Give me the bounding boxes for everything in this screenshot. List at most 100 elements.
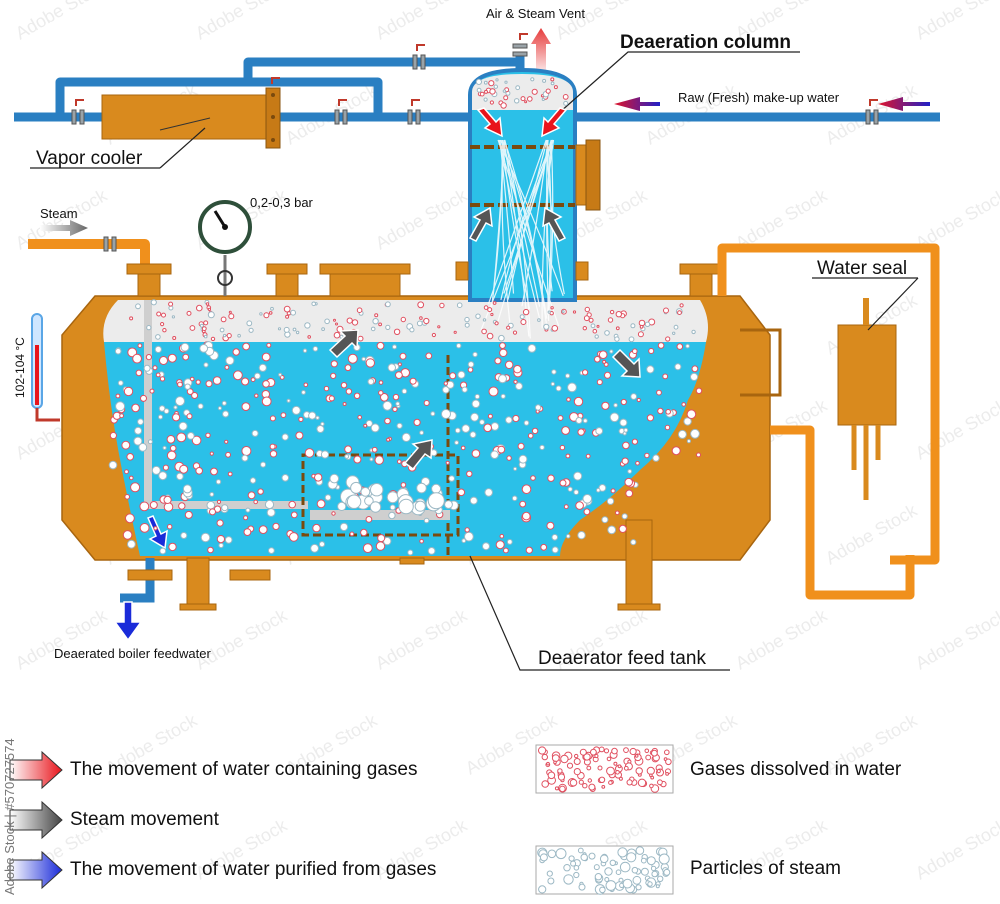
steam-particle — [221, 504, 229, 512]
gas-bubble — [285, 314, 290, 319]
steam-particle — [117, 380, 124, 386]
steam-particle — [312, 346, 319, 352]
steam-particle — [519, 314, 525, 320]
steam-particle — [685, 343, 690, 349]
gas-bubble — [471, 449, 481, 458]
gas-bubble — [289, 532, 299, 542]
gas-bubble — [490, 312, 494, 317]
steam-particle — [143, 364, 151, 372]
gas-bubble — [119, 413, 124, 419]
steam-particle — [199, 344, 209, 353]
steam-particle — [301, 390, 306, 395]
air-steam-vent-label: Air & Steam Vent — [486, 6, 585, 21]
gas-bubble — [449, 372, 457, 380]
steam-particle — [683, 417, 692, 426]
gas-bubble — [186, 310, 192, 316]
feed-tank-label: Deaerator feed tank — [538, 648, 706, 669]
gas-bubble — [522, 308, 530, 316]
gas-bubble — [665, 336, 671, 342]
steam-particle — [249, 477, 257, 484]
gas-bubble — [233, 370, 243, 381]
temperature-label: 102-104 °C — [13, 337, 27, 398]
watermark-tile: Adobe Stock — [732, 605, 831, 674]
steam-particle — [337, 501, 347, 511]
steam-particle — [266, 508, 276, 517]
steam-particle — [593, 864, 600, 871]
gas-bubble — [182, 353, 190, 361]
gas-bubble — [611, 747, 618, 755]
steam-particle — [311, 301, 317, 307]
gas-bubble — [598, 746, 605, 753]
steam-particle — [573, 871, 580, 879]
gas-bubble — [525, 546, 533, 554]
steam-particle — [454, 440, 460, 446]
gas-bubble — [637, 778, 647, 787]
steam-particle — [207, 311, 215, 319]
gas-bubble — [189, 325, 196, 331]
gas-bubble — [257, 488, 264, 495]
gas-bubble — [137, 343, 143, 349]
gas-bubble — [397, 362, 402, 367]
gas-bubble — [596, 324, 600, 328]
steam-particle — [396, 422, 403, 429]
gas-bubble — [132, 353, 143, 364]
steam-particle — [539, 853, 548, 862]
gas-bubble — [166, 450, 177, 461]
deaerator-tank — [61, 295, 771, 561]
gas-bubble — [588, 783, 596, 791]
gas-bubble — [484, 89, 488, 94]
steam-particle — [150, 299, 157, 306]
steam-particle — [222, 333, 227, 338]
steam-particle — [518, 454, 528, 464]
gas-bubble — [268, 311, 273, 315]
steam-particle — [171, 315, 175, 319]
gas-bubble — [445, 460, 450, 465]
steam-particle — [464, 322, 470, 328]
gas-bubble — [541, 780, 550, 788]
gas-bubble — [603, 748, 610, 754]
gas-bubble — [357, 415, 363, 420]
steam-particle — [264, 499, 275, 510]
gas-bubble — [425, 352, 433, 360]
gas-bubble — [457, 488, 466, 497]
gas-bubble — [232, 348, 240, 356]
steam-particle — [464, 316, 470, 323]
steam-particle — [504, 80, 508, 84]
steam-particle — [219, 327, 225, 333]
steam-particle — [339, 522, 349, 532]
gas-bubble — [169, 445, 177, 452]
gas-bubble — [210, 336, 216, 342]
gas-bubble — [168, 542, 177, 552]
steam-particle — [245, 507, 251, 513]
gas-bubble — [279, 375, 285, 380]
tank-legs — [179, 519, 661, 611]
steam-particle — [361, 356, 367, 362]
steam-particle — [614, 336, 620, 342]
watermark-tile: Adobe Stock — [912, 815, 1000, 884]
gas-bubble — [140, 394, 147, 402]
steam-particle — [398, 498, 414, 515]
steam-particle — [291, 405, 301, 415]
steam-particle — [640, 867, 649, 876]
gas-bubble — [665, 758, 672, 766]
steam-particle — [386, 491, 399, 504]
steam-particle — [471, 399, 481, 409]
gas-bubble — [166, 435, 176, 444]
gas-bubble — [679, 303, 684, 308]
gas-bubble — [615, 510, 620, 516]
gas-bubble — [664, 749, 670, 756]
deaeration-column-label: Deaeration column — [620, 32, 792, 53]
steam-particle — [515, 382, 523, 391]
steam-particle — [500, 393, 506, 399]
gas-bubble — [656, 389, 662, 396]
steam-particle — [385, 324, 391, 330]
gas-bubble — [656, 769, 661, 774]
steam-particle — [163, 408, 170, 415]
gas-bubble — [160, 322, 165, 327]
gas-bubble — [665, 409, 672, 415]
gas-bubble — [269, 415, 276, 422]
steam-particle — [469, 496, 478, 505]
gas-bubble — [662, 373, 669, 380]
gas-bubble — [649, 783, 654, 789]
water-stream — [541, 139, 555, 329]
